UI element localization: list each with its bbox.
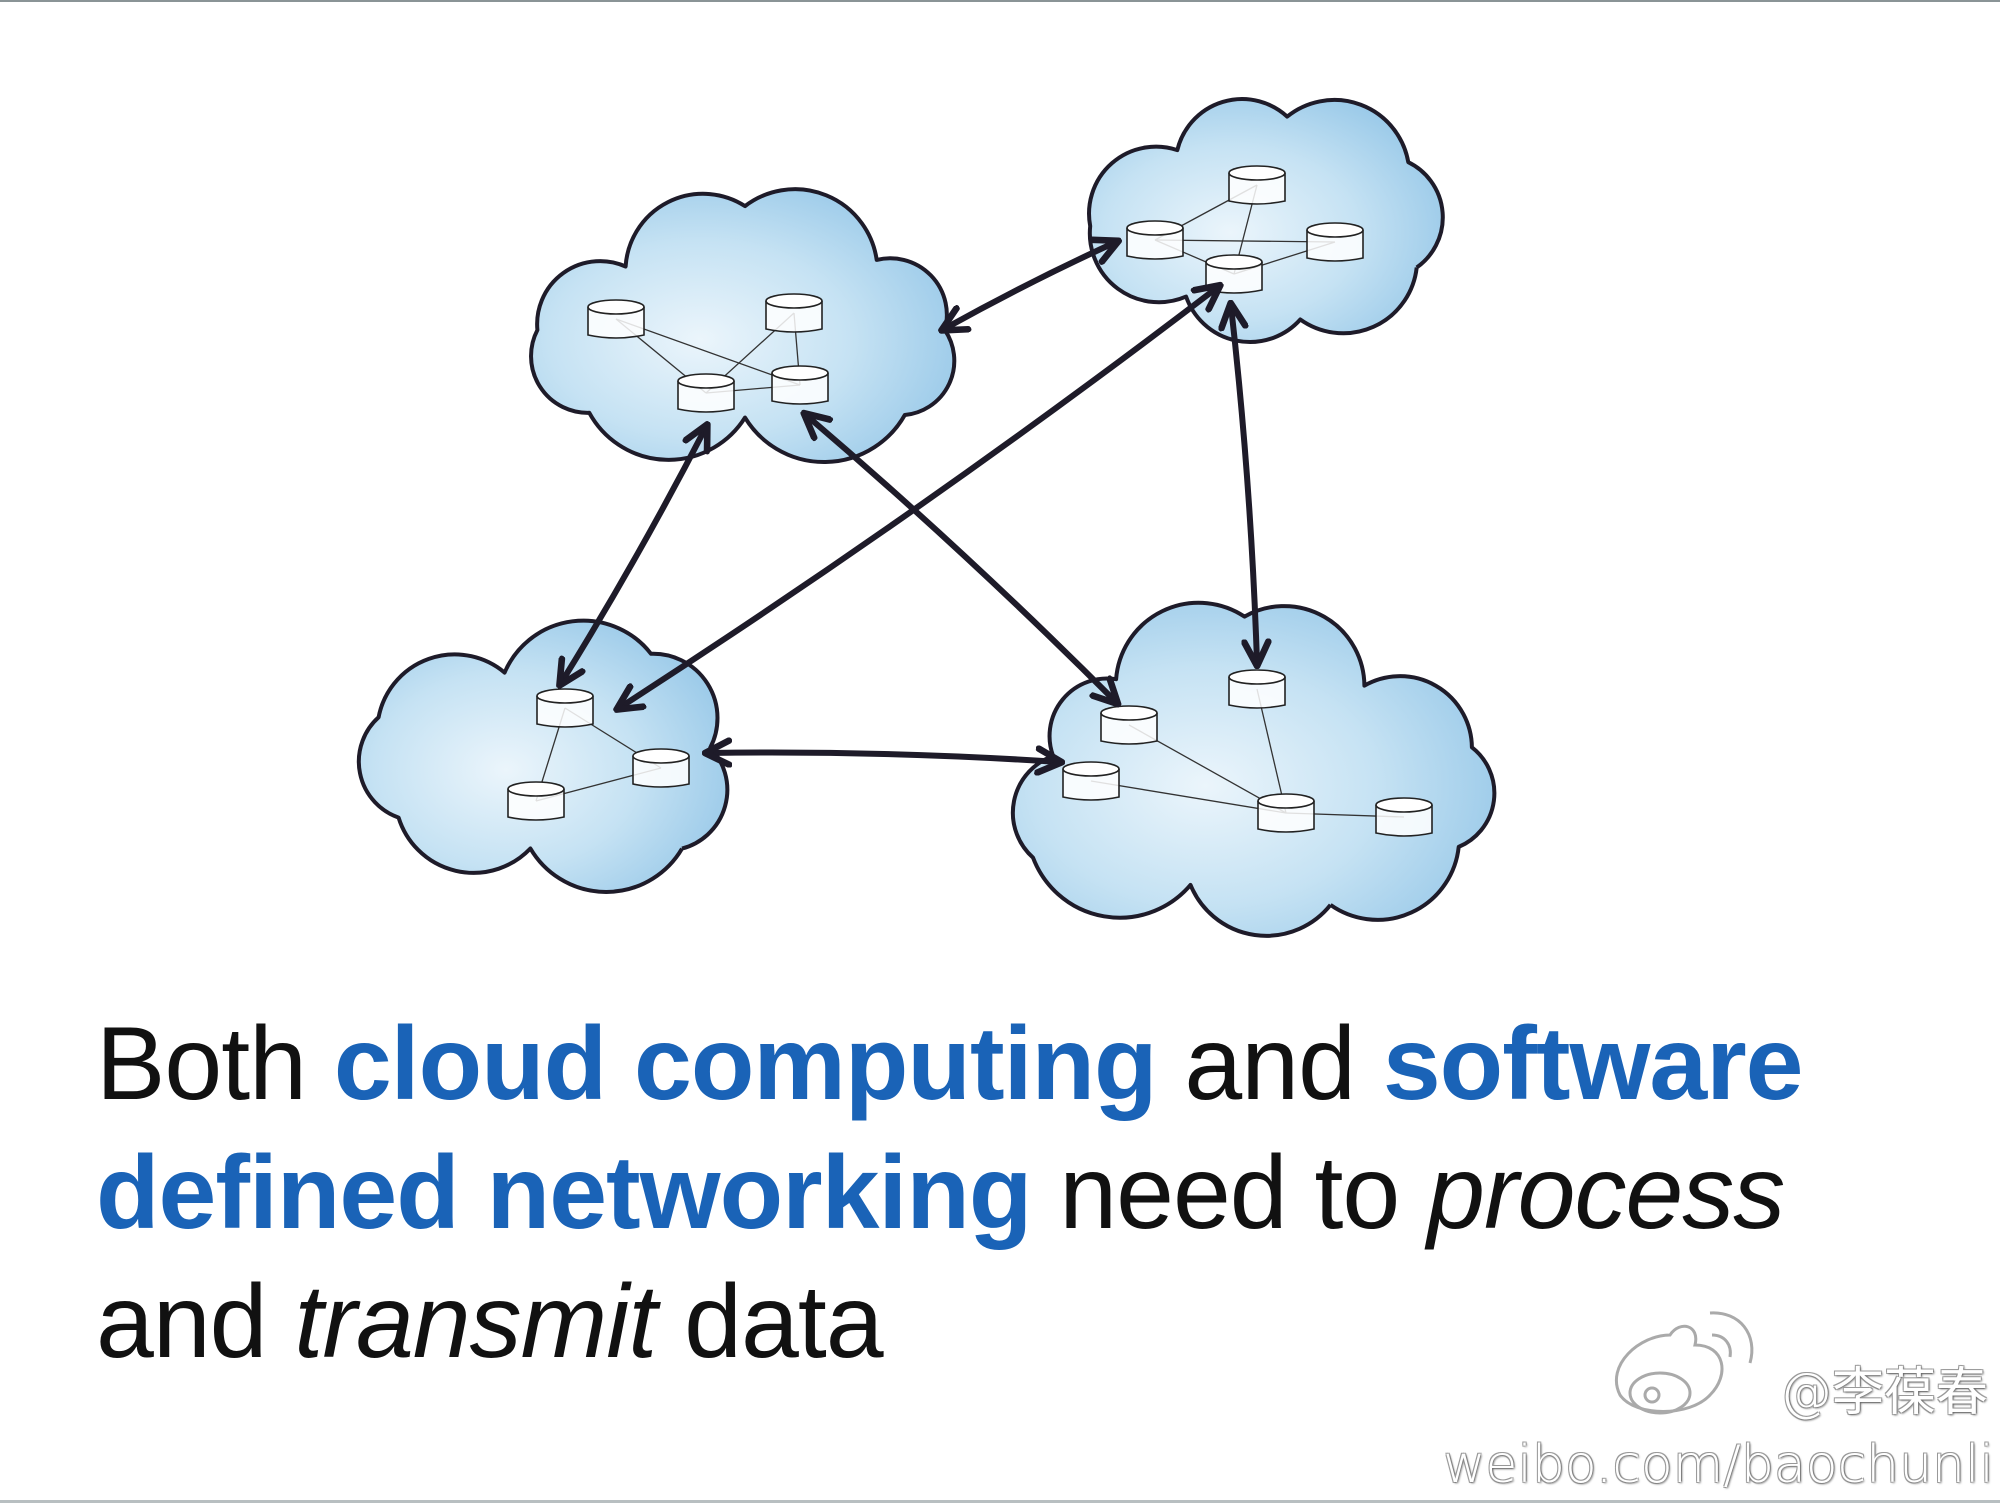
- double-arrow-icon: [1231, 306, 1257, 663]
- node-link: [1154, 239, 1336, 243]
- highlighted-term: defined networking: [96, 1135, 1032, 1251]
- node-top: [1228, 669, 1286, 685]
- node-top: [1375, 797, 1433, 813]
- caption-text: and: [1156, 1006, 1383, 1122]
- node-top: [1306, 222, 1364, 238]
- double-arrow-icon: [806, 415, 1116, 702]
- highlighted-term: software: [1382, 1006, 1804, 1122]
- node-top: [1126, 220, 1184, 236]
- server-node-icon: [1257, 793, 1315, 833]
- double-arrow-icon: [708, 753, 1059, 762]
- emphasized-word: process: [1427, 1135, 1785, 1251]
- node-body: [632, 756, 690, 788]
- node-body: [507, 789, 565, 821]
- node-top: [632, 748, 690, 764]
- cloud-top-right: [1087, 97, 1445, 344]
- watermark-url: weibo.com/baochunli: [1442, 1435, 1994, 1495]
- server-node-icon: [1062, 761, 1120, 801]
- node-top: [771, 365, 829, 381]
- node-top: [1205, 254, 1263, 270]
- caption-text: Both: [96, 1006, 334, 1122]
- server-node-icon: [1228, 669, 1286, 709]
- node-top: [677, 373, 735, 389]
- server-node-icon: [587, 299, 645, 339]
- caption-line-3: and transmit data: [96, 1258, 1916, 1387]
- double-arrow-icon: [619, 287, 1218, 708]
- weibo-logo-icon: [1614, 1311, 1754, 1415]
- node-body: [1228, 173, 1286, 205]
- node-body: [1062, 769, 1120, 801]
- server-node-icon: [632, 748, 690, 788]
- server-node-icon: [1100, 705, 1158, 745]
- caption-text: and: [96, 1264, 295, 1380]
- node-body: [1375, 805, 1433, 837]
- node-top: [507, 781, 565, 797]
- node-top: [1257, 793, 1315, 809]
- node-top: [1100, 705, 1158, 721]
- highlighted-term: cloud computing: [333, 1006, 1158, 1122]
- caption-line-2: defined networking need to process: [96, 1129, 1916, 1258]
- node-body: [1126, 228, 1184, 260]
- node-link: [1256, 688, 1287, 814]
- node-body: [1257, 801, 1315, 833]
- bottom-border: [0, 1500, 2000, 1503]
- caption-text: need to: [1031, 1135, 1428, 1251]
- double-arrow-icon: [944, 242, 1116, 329]
- server-node-icon: [771, 365, 829, 405]
- caption-text: data: [656, 1264, 883, 1380]
- server-node-icon: [1126, 220, 1184, 260]
- node-body: [1306, 230, 1364, 262]
- server-node-icon: [536, 688, 594, 728]
- caption: Both cloud computing and software define…: [96, 1000, 1916, 1387]
- top-border: [0, 0, 2000, 2]
- node-link: [1090, 780, 1287, 814]
- node-body: [1100, 713, 1158, 745]
- emphasized-word: transmit: [294, 1264, 657, 1380]
- node-top: [587, 299, 645, 315]
- node-body: [536, 696, 594, 728]
- caption-line-1: Both cloud computing and software: [96, 1000, 1916, 1129]
- node-top: [1228, 165, 1286, 181]
- server-node-icon: [507, 781, 565, 821]
- server-node-icon: [1375, 797, 1433, 837]
- node-top: [536, 688, 594, 704]
- watermark-handle: @李葆春: [1779, 1363, 1988, 1423]
- node-body: [1228, 677, 1286, 709]
- server-node-icon: [1228, 165, 1286, 205]
- server-node-icon: [1306, 222, 1364, 262]
- node-top: [1062, 761, 1120, 777]
- server-node-icon: [677, 373, 735, 413]
- node-top: [765, 293, 823, 309]
- server-node-icon: [765, 293, 823, 333]
- cloud-network-diagram: [356, 97, 1497, 938]
